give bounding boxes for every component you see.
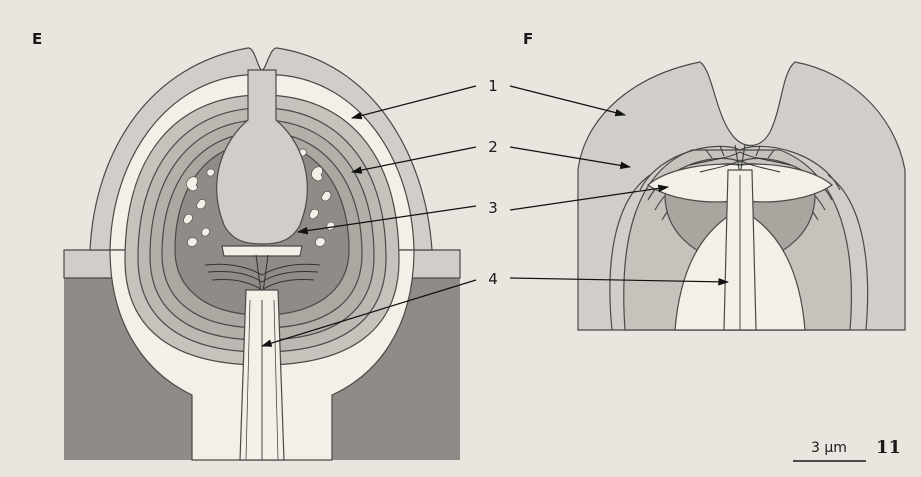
callout-label-3: 3	[488, 199, 498, 217]
panel-e-illustration	[64, 48, 460, 460]
figure-number: 11	[876, 437, 901, 458]
callout-label-2: 2	[488, 138, 498, 156]
callout-label-1: 1	[488, 77, 498, 95]
panel-f-illustration	[578, 62, 905, 330]
arrow-1-f	[510, 86, 625, 115]
scale-bar-label: 3 µm	[811, 440, 847, 456]
panel-letter-e: E	[32, 30, 42, 48]
panel-letter-f: F	[523, 30, 533, 48]
panel-e-pale-bar	[222, 246, 302, 256]
callout-label-4: 4	[488, 270, 498, 288]
